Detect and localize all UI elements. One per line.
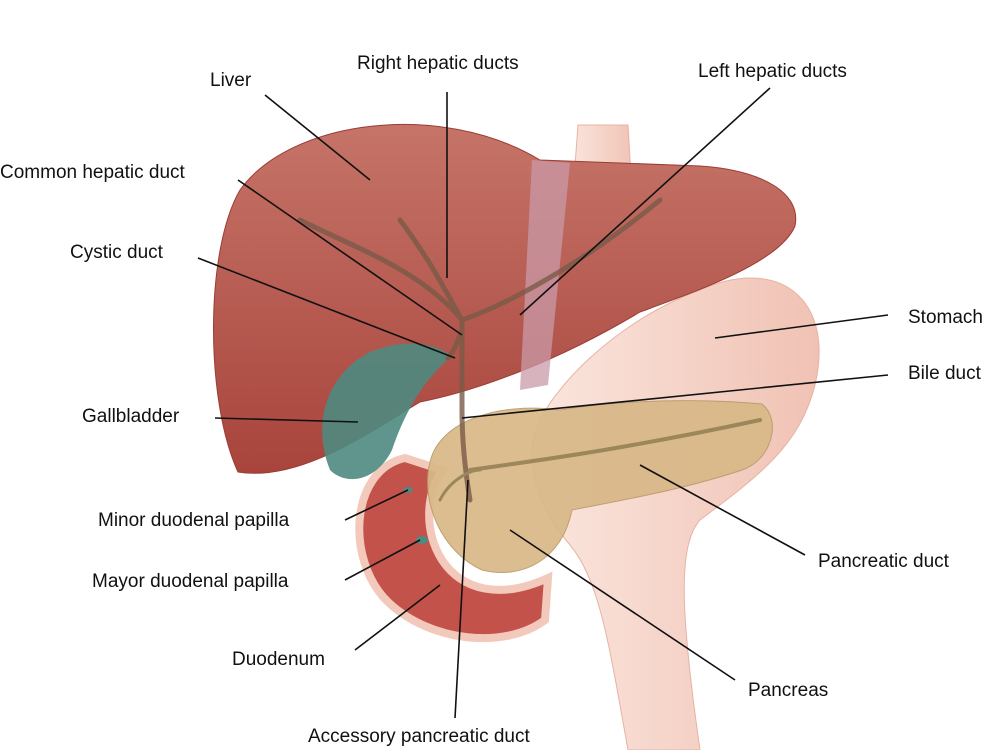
label-common-hepatic-duct: Common hepatic duct xyxy=(0,162,185,183)
label-left-hepatic-ducts: Left hepatic ducts xyxy=(698,61,847,82)
label-cystic-duct: Cystic duct xyxy=(70,242,163,263)
label-pancreatic-duct: Pancreatic duct xyxy=(818,551,949,572)
pancreas xyxy=(427,400,773,573)
label-minor-duodenal-papilla: Minor duodenal papilla xyxy=(98,510,290,531)
label-liver: Liver xyxy=(210,70,252,91)
label-pancreas: Pancreas xyxy=(748,680,829,701)
label-accessory-pancreatic-duct: Accessory pancreatic duct xyxy=(308,726,530,747)
label-gallbladder: Gallbladder xyxy=(82,406,180,427)
gallbladder xyxy=(322,343,452,480)
label-right-hepatic-ducts: Right hepatic ducts xyxy=(357,53,519,74)
label-bile-duct: Bile duct xyxy=(908,363,981,384)
label-duodenum: Duodenum xyxy=(232,649,325,670)
major-papilla xyxy=(416,536,428,544)
label-stomach: Stomach xyxy=(908,307,983,328)
falciform-ligament xyxy=(520,160,570,390)
label-mayor-duodenal-papilla: Mayor duodenal papilla xyxy=(92,571,289,592)
duodenum xyxy=(355,453,553,643)
ducts xyxy=(297,197,762,503)
leader-lines xyxy=(197,87,889,719)
